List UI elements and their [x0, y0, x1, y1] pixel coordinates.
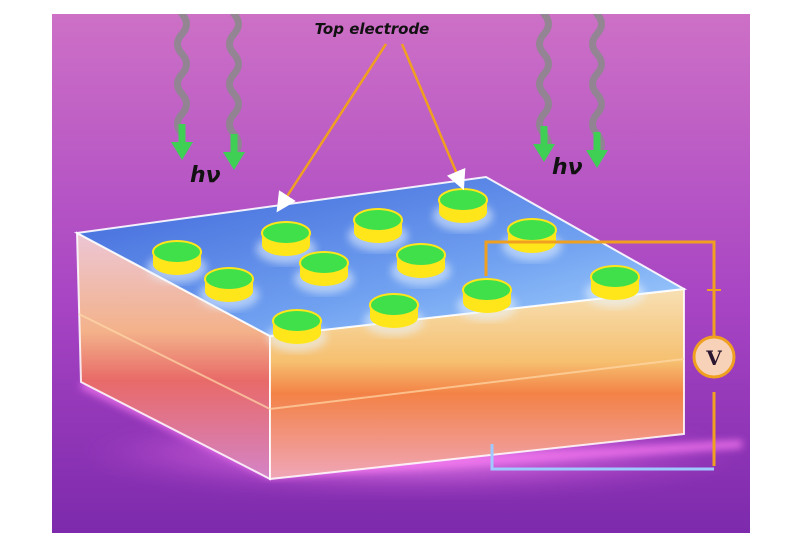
top-electrode-array — [147, 188, 645, 352]
wire-top — [484, 240, 716, 350]
layer-interface — [78, 313, 685, 411]
top-electrode — [457, 278, 517, 321]
external-circuit: V — [484, 240, 736, 471]
photon-arrow — [223, 10, 245, 170]
top-electrode-pointer: Top electrode — [276, 20, 466, 213]
incident-light — [171, 10, 608, 170]
photon-label-left: hν — [190, 163, 221, 188]
photon-label-right: hν — [552, 155, 583, 180]
photon-arrow — [533, 10, 555, 162]
top-electrode — [502, 218, 562, 261]
top-electrode — [364, 293, 424, 336]
photodetector-diagram: V Top electrode hν hν — [52, 10, 750, 533]
top-electrode — [294, 251, 354, 294]
pointer-arrow-left — [276, 43, 388, 213]
top-electrode — [391, 243, 451, 286]
top-electrode — [433, 188, 493, 231]
top-electrode-label: Top electrode — [315, 20, 430, 38]
top-electrode — [348, 208, 408, 251]
top-electrode — [147, 240, 207, 283]
top-electrode — [256, 221, 316, 264]
voltmeter-label: V — [705, 346, 722, 370]
top-electrode — [585, 265, 645, 308]
wire-bottom — [490, 444, 714, 471]
top-electrode — [199, 267, 259, 310]
top-electrode — [267, 309, 327, 352]
photon-arrow — [171, 10, 193, 160]
voltmeter-icon — [692, 335, 736, 379]
pointer-arrow-right — [400, 43, 466, 191]
diagram-canvas: V Top electrode hν hν — [52, 10, 750, 533]
photon-arrow — [586, 10, 608, 168]
